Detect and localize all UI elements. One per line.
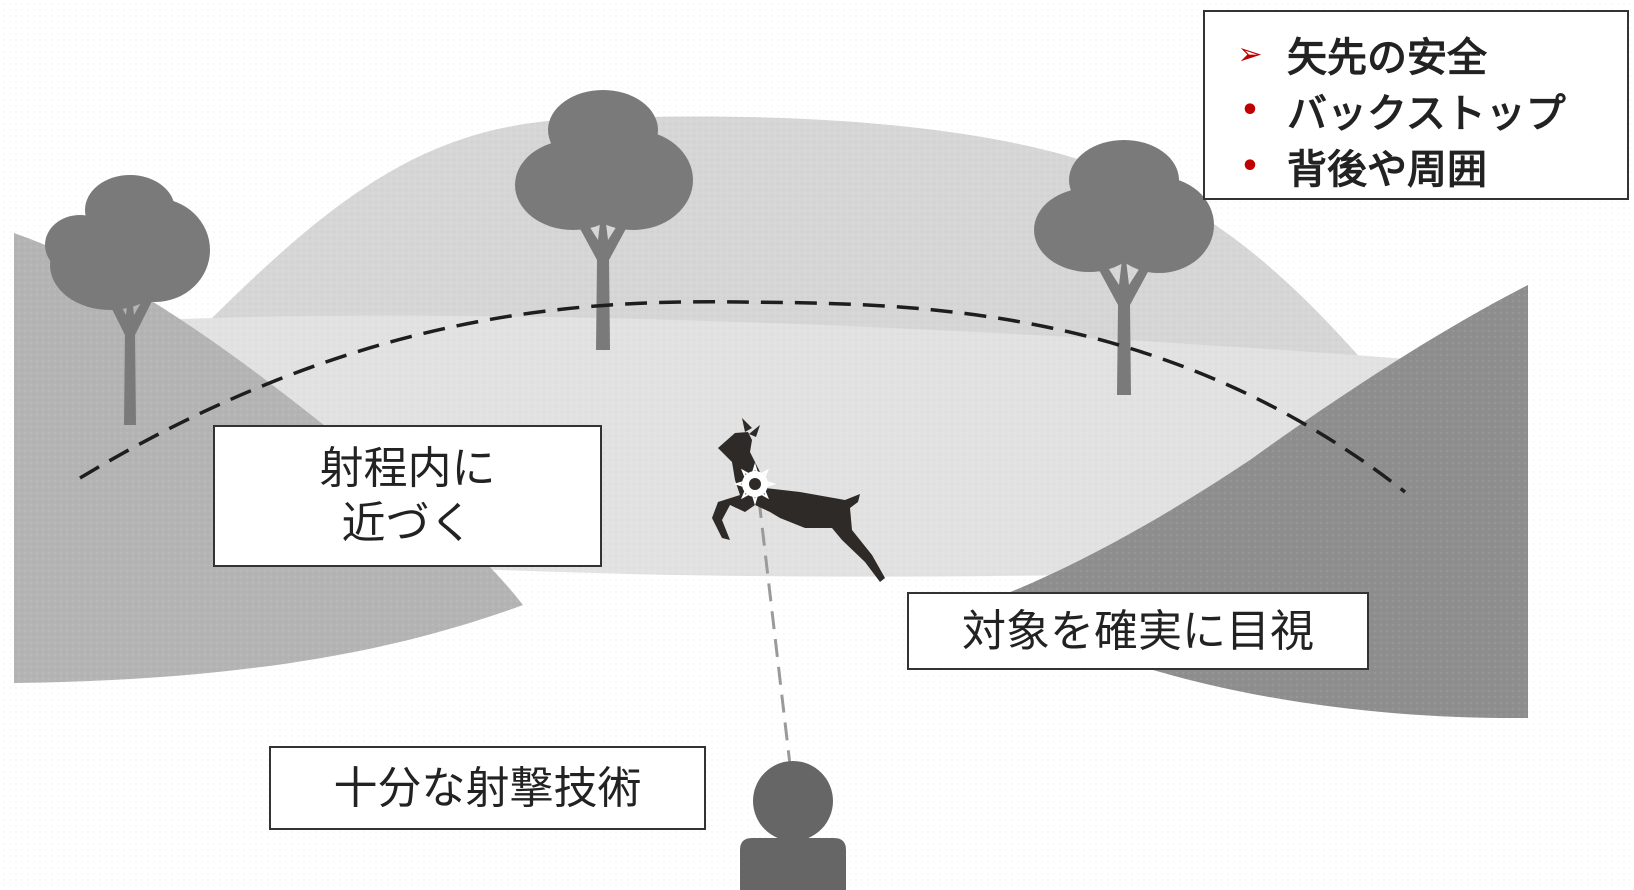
legend-box: ➢ 矢先の安全 • バックストップ • 背後や周囲 <box>1203 10 1629 200</box>
legend-item-text: 背後や周囲 <box>1287 147 1487 193</box>
confirm-target-label: 対象を確実に目視 <box>907 592 1369 670</box>
legend-heading: ➢ 矢先の安全 <box>1227 26 1627 82</box>
approach-label: 射程内に 近づく <box>213 425 602 567</box>
bullet-icon: • <box>1240 148 1260 184</box>
approach-label-line-2: 近づく <box>341 498 474 549</box>
confirm-target-text: 対象を確実に目視 <box>962 605 1314 657</box>
shooting-skill-label: 十分な射撃技術 <box>269 746 706 830</box>
arrow-bullet-icon: ➢ <box>1237 36 1263 72</box>
legend-item: • 背後や周囲 <box>1227 138 1627 194</box>
legend-item-text: バックストップ <box>1287 91 1566 137</box>
bullet-icon: • <box>1240 92 1260 128</box>
impact-icon <box>733 462 777 506</box>
tree-icon <box>515 90 693 350</box>
hunter-icon <box>740 761 846 890</box>
line-of-fire <box>757 499 792 766</box>
legend-heading-text: 矢先の安全 <box>1287 35 1487 81</box>
shooting-skill-text: 十分な射撃技術 <box>333 762 642 814</box>
tree-icon <box>1034 140 1214 395</box>
approach-label-line-1: 射程内に <box>319 443 496 494</box>
range-arc <box>79 300 1407 494</box>
legend-item: • バックストップ <box>1227 82 1627 138</box>
tree-icon <box>45 175 210 425</box>
